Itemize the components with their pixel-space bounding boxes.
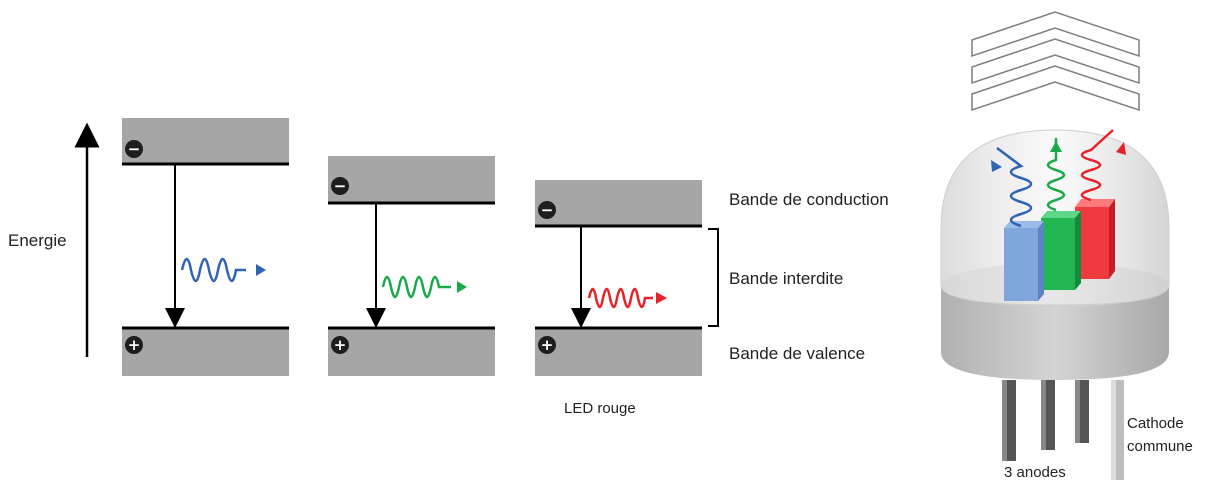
band-diagram-green: − + [328,156,495,376]
conduction-band [328,156,495,202]
photon-arrowhead-icon [256,264,266,276]
photon-wave-icon [381,275,451,299]
led-chips [1004,199,1115,301]
band-diagram-red: − + LED rouge [535,180,702,417]
hole-icon [538,336,556,354]
gap-label: Bande interdite [729,269,843,288]
photon-arrowhead-icon [457,281,467,293]
conduction-band-label: Bande de conduction [729,190,889,209]
light-chevrons-icon [971,11,1140,112]
valence-band [535,328,702,376]
electron-sign: − [334,177,347,195]
valence-band [122,328,289,376]
photon-wave-icon [587,287,653,309]
band-labels: Bande de conduction Bande interdite Band… [708,190,889,363]
gap-bracket [708,228,719,327]
rgb-led-illustration: Cathode commune 3 anodes [940,11,1193,480]
hole-icon [331,336,349,354]
electron-icon [331,177,349,195]
emission-waves [991,129,1126,228]
electron-icon [125,140,143,158]
photon-arrowhead-icon [656,292,667,304]
hole-sign: + [128,336,141,354]
red-photon-icon [1080,129,1114,202]
cathode-label-line1: Cathode [1127,415,1184,432]
led-legs [1002,380,1124,480]
electron-icon [538,201,556,219]
led-rouge-caption: LED rouge [564,400,636,417]
energy-axis: Energie [8,122,100,357]
energy-axis-label: Energie [8,231,67,250]
cathode-label-line2: commune [1127,438,1193,455]
valence-band [328,328,495,376]
valence-band-label: Bande de valence [729,344,865,363]
led-base [941,285,1169,380]
anodes-label: 3 anodes [1004,464,1066,480]
hole-icon [125,336,143,354]
hole-sign: + [541,336,554,354]
green-chip [1041,218,1075,290]
band-diagram-blue: − + [122,118,289,376]
electron-sign: − [128,140,141,158]
conduction-band [122,118,289,164]
conduction-band [535,180,702,226]
blue-chip [1004,228,1038,301]
blue-photon-icon [996,147,1033,228]
electron-sign: − [541,201,554,219]
photon-wave-icon [180,257,246,283]
green-photon-icon [1046,138,1066,212]
hole-sign: + [334,336,347,354]
